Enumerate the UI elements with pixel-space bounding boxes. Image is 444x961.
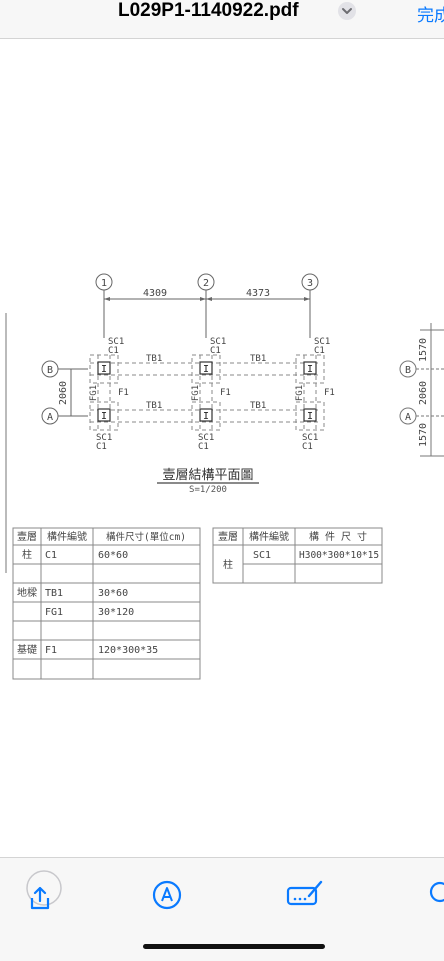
right-grid-label-a: A xyxy=(405,412,411,423)
right-dim-text-1: 1570 xyxy=(418,338,429,362)
svg-text:F1: F1 xyxy=(324,388,335,398)
svg-text:C1: C1 xyxy=(96,442,107,452)
right-dim-text-2: 2060 xyxy=(418,381,429,405)
svg-text:SC1: SC1 xyxy=(302,433,318,443)
svg-text:C1: C1 xyxy=(198,442,209,452)
svg-text:C1: C1 xyxy=(210,346,221,356)
svg-text:1: 1 xyxy=(101,278,107,289)
dim-text-1: 4309 xyxy=(143,288,167,299)
svg-text:柱: 柱 xyxy=(223,558,233,571)
svg-text:F1: F1 xyxy=(118,388,129,398)
svg-text:壹層: 壹層 xyxy=(218,530,238,543)
svg-text:TB1: TB1 xyxy=(146,401,162,411)
column-b1: I xyxy=(97,361,111,375)
svg-text:SC1: SC1 xyxy=(108,337,124,347)
table-left xyxy=(12,527,201,680)
column-labels-bottom: SC1 C1 SC1 C1 SC1 C1 xyxy=(96,433,318,452)
svg-text:C1: C1 xyxy=(314,346,325,356)
svg-text:TB1: TB1 xyxy=(45,588,63,599)
title-menu-button[interactable] xyxy=(338,2,356,20)
svg-text:30*120: 30*120 xyxy=(98,607,134,618)
svg-text:壹層: 壹層 xyxy=(17,530,37,543)
search-button[interactable] xyxy=(428,880,444,910)
table-left-text: 壹層 構件編號 構件尺寸(單位cm) 柱 C1 60*60 地樑 TB1 30*… xyxy=(17,530,186,656)
svg-text:構件編號: 構件編號 xyxy=(47,530,87,543)
grid-row-a: A xyxy=(41,407,88,425)
svg-text:FG1: FG1 xyxy=(191,385,201,401)
svg-text:F1: F1 xyxy=(45,645,57,656)
column-b3: I xyxy=(303,361,317,375)
svg-text:SC1: SC1 xyxy=(253,550,271,561)
svg-text:B: B xyxy=(47,365,53,376)
column-b2: I xyxy=(199,361,213,375)
drawing-scale: S=1/200 xyxy=(189,485,227,495)
share-button[interactable] xyxy=(20,870,68,918)
svg-text:TB1: TB1 xyxy=(146,354,162,364)
svg-text:SC1: SC1 xyxy=(96,433,112,443)
dim-arrows xyxy=(104,297,310,301)
svg-text:3: 3 xyxy=(307,278,313,289)
svg-text:I: I xyxy=(101,411,107,422)
beam-labels: TB1 TB1 TB1 TB1 FG1 FG1 FG1 F1 F1 F1 xyxy=(89,354,335,411)
svg-text:C1: C1 xyxy=(108,346,119,356)
svg-text:120*300*35: 120*300*35 xyxy=(98,645,158,656)
svg-text:基礎: 基礎 xyxy=(17,643,37,656)
svg-text:I: I xyxy=(307,411,313,422)
column-a2: I xyxy=(199,408,213,422)
navigation-bar: L029P1-1140922.pdf 完成 xyxy=(0,0,444,39)
table-right-text: 壹層 構件編號 構 件 尺 寸 柱 SC1 H300*300*10*15 xyxy=(218,530,379,571)
svg-text:2: 2 xyxy=(203,278,209,289)
column-labels-top: SC1 C1 SC1 C1 SC1 C1 xyxy=(108,337,330,356)
form-fill-icon xyxy=(286,880,323,906)
svg-text:C1: C1 xyxy=(302,442,313,452)
grid-col-3: 3 xyxy=(301,273,319,338)
svg-text:60*60: 60*60 xyxy=(98,550,128,561)
column-a3: I xyxy=(303,408,317,422)
grid-col-1: 1 xyxy=(95,273,113,338)
home-indicator[interactable] xyxy=(143,944,325,949)
svg-text:TB1: TB1 xyxy=(250,354,266,364)
share-icon xyxy=(26,870,62,910)
fill-form-button[interactable] xyxy=(285,876,325,912)
pdf-page[interactable]: 1570 2060 1570 B A 1 2 3 4309 4373 xyxy=(0,39,444,857)
right-grid-label-b: B xyxy=(405,365,411,376)
structural-drawing: 1570 2060 1570 B A 1 2 3 4309 4373 xyxy=(5,273,444,680)
svg-text:TB1: TB1 xyxy=(250,401,266,411)
markup-pen-icon xyxy=(152,880,182,910)
svg-text:SC1: SC1 xyxy=(314,337,330,347)
grid-col-2: 2 xyxy=(197,273,215,338)
svg-text:構件尺寸(單位cm): 構件尺寸(單位cm) xyxy=(106,531,186,543)
svg-text:FG1: FG1 xyxy=(45,607,63,618)
table-right xyxy=(212,527,383,584)
svg-text:A: A xyxy=(47,412,53,423)
column-a1: I xyxy=(97,408,111,422)
dim-text-2: 4373 xyxy=(246,288,270,299)
svg-text:C1: C1 xyxy=(45,550,57,561)
svg-text:柱: 柱 xyxy=(22,548,32,561)
markup-button[interactable] xyxy=(150,878,184,912)
document-title[interactable]: L029P1-1140922.pdf xyxy=(118,0,299,21)
svg-text:地樑: 地樑 xyxy=(17,586,37,599)
svg-text:I: I xyxy=(203,364,209,375)
dim-text-vertical: 2060 xyxy=(58,381,69,405)
done-button[interactable]: 完成 xyxy=(417,6,444,26)
toolbar xyxy=(0,857,444,961)
grid-row-b: B xyxy=(41,360,88,378)
search-icon xyxy=(429,881,444,903)
chevron-down-icon xyxy=(342,8,352,14)
svg-text:F1: F1 xyxy=(220,388,231,398)
right-dim-text-3: 1570 xyxy=(418,423,429,447)
svg-text:FG1: FG1 xyxy=(295,385,305,401)
svg-text:SC1: SC1 xyxy=(198,433,214,443)
svg-text:I: I xyxy=(101,364,107,375)
drawing-title: 壹層結構平面圖 xyxy=(162,468,253,483)
svg-text:I: I xyxy=(307,364,313,375)
svg-text:30*60: 30*60 xyxy=(98,588,128,599)
svg-text:FG1: FG1 xyxy=(89,385,99,401)
svg-text:H300*300*10*15: H300*300*10*15 xyxy=(299,550,379,561)
svg-text:I: I xyxy=(203,411,209,422)
svg-text:構 件 尺 寸: 構 件 尺 寸 xyxy=(309,530,367,543)
svg-text:構件編號: 構件編號 xyxy=(249,530,289,543)
svg-text:SC1: SC1 xyxy=(210,337,226,347)
